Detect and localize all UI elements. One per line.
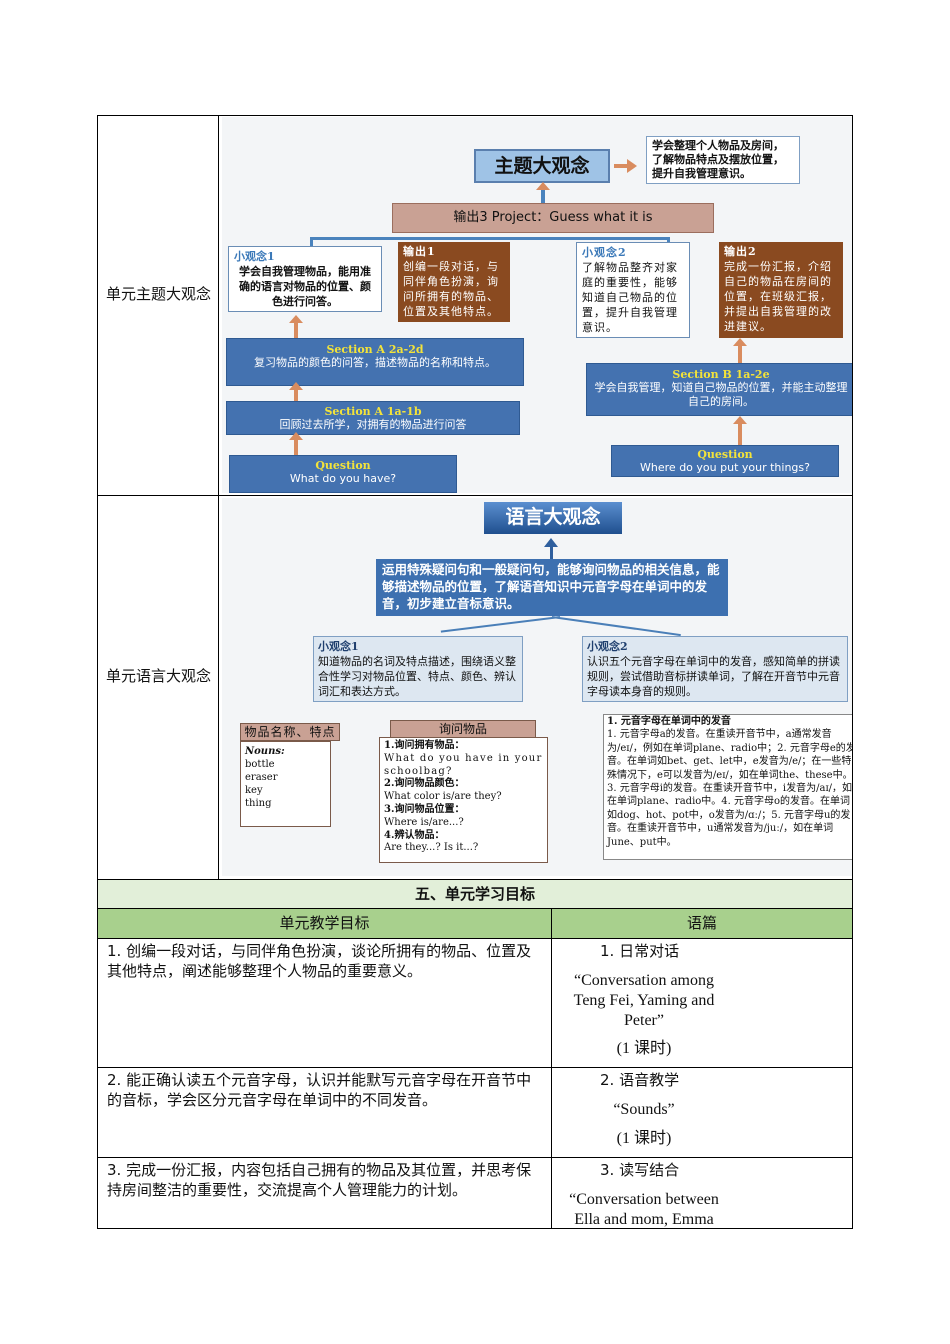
concept2-title: 小观念2	[582, 246, 627, 259]
concept2-text: 了解物品整齐对家庭的重要性，能够知道自己物品的位置，提升自我管理意识。	[582, 261, 678, 334]
theme-row-label: 单元主题大观念	[106, 285, 212, 303]
up-arrow-icon	[733, 416, 747, 445]
output2-text: 完成一份汇报，介绍自己的物品在房间的位置，在班级汇报，并提出自我管理的改进建议。	[724, 260, 832, 333]
text-title-3: “Conversation between Ella and mom, Emma	[569, 1191, 719, 1228]
nouns-header: 物品名称、特点	[240, 723, 340, 741]
text-title-1: “Conversation among Teng Fei, Yaming and…	[573, 972, 715, 1029]
vowel-box: 1. 元音字母在单词中的发音 1. 元音字母a的发音。在重读开音节中，a通常发音…	[603, 714, 852, 860]
question2-box: Question Where do you put your things?	[611, 445, 839, 477]
section-b-1a-2e: Section B 1a-2e 学会自我管理，知道自己物品的位置，并能主动整理自…	[586, 363, 852, 416]
ask-header: 询问物品	[390, 720, 536, 738]
output2-title: 输出2	[724, 245, 757, 258]
output1-title: 输出1	[403, 245, 436, 258]
language-summary: 运用特殊疑问句和一般疑问句，能够询问物品的相关信息，能够描述物品的位置，了解语音…	[376, 559, 728, 616]
nouns-box: Nouns: bottle eraser key thing	[240, 741, 331, 827]
goal-2: 2. 能正确认读五个元音字母，认识并能默写元音字母在开音节中的音标，学会区分元音…	[107, 1071, 532, 1109]
up-arrow-icon	[550, 544, 553, 560]
col-header-goal: 单元教学目标	[279, 914, 370, 932]
topic-summary: 学会整理个人物品及房间，了解物品特点及摆放位置，提升自我管理意识。	[646, 136, 800, 184]
output2-box: 输出2 完成一份汇报，介绍自己的物品在房间的位置，在班级汇报，并提出自我管理的改…	[719, 242, 843, 338]
text-type-3: 3. 读写结合	[600, 1161, 680, 1179]
up-arrow-icon	[289, 432, 303, 455]
section-title: 五、单元学习目标	[414, 885, 535, 903]
ask-box: 1.询问拥有物品： What do you have in your schoo…	[379, 737, 548, 863]
question1-box: Question What do you have?	[229, 455, 457, 493]
text-hours-1: (1 课时)	[616, 1040, 672, 1057]
text-type-2: 2. 语音教学	[600, 1071, 680, 1089]
text-hours-2: (1 课时)	[616, 1130, 672, 1147]
header-row	[98, 909, 852, 938]
topic-concept2: 小观念2 了解物品整齐对家庭的重要性，能够知道自己物品的位置，提升自我管理意识。	[576, 242, 690, 338]
concept1-text: 学会自我管理物品，能用准确的语言对物品的位置、颜色进行问答。	[239, 265, 371, 308]
goal-1: 1. 创编一段对话，与同伴角色扮演，谈论所拥有的物品、位置及其他特点，阐述能够整…	[107, 942, 532, 980]
up-arrow-icon	[733, 338, 747, 363]
output1-box: 输出1 创编一段对话，与同伴角色扮演，询问所拥有的物品、位置及其他特点。	[398, 242, 510, 322]
right-arrow-icon	[614, 164, 628, 168]
goal-3: 3. 完成一份汇报，内容包括自己拥有的物品及其位置，并思考保持房间整洁的重要性，…	[107, 1161, 532, 1199]
up-arrow-icon	[289, 382, 303, 401]
text-title-2: “Sounds”	[613, 1101, 675, 1118]
language-title-box: 语言大观念	[484, 502, 622, 534]
concept1-title: 小观念1	[234, 250, 275, 263]
topic-title-box: 主题大观念	[474, 149, 610, 183]
up-arrow-icon	[536, 182, 550, 203]
section-a-1a-1b: Section A 1a-1b 回顾过去所学，对拥有的物品进行问答	[226, 401, 520, 435]
output3-box: 输出3 Project：Guess what it is	[392, 203, 714, 233]
topic-diagram: 主题大观念 学会整理个人物品及房间，了解物品特点及摆放位置，提升自我管理意识。 …	[222, 117, 852, 493]
language-concept2: 小观念2 认识五个元音字母在单词中的发音，感知简单的拼读规则，尝试借助音标拼读单…	[582, 636, 848, 702]
section-title-row	[98, 880, 852, 908]
arrow-head-icon	[627, 159, 637, 173]
language-concept1: 小观念1 知道物品的名词及特点描述，围绕语义整合性学习对物品位置、特点、颜色、辨…	[313, 636, 523, 702]
language-diagram: 语言大观念 运用特殊疑问句和一般疑问句，能够询问物品的相关信息，能够描述物品的位…	[222, 498, 852, 876]
topic-concept1: 小观念1 学会自我管理物品，能用准确的语言对物品的位置、颜色进行问答。	[228, 246, 382, 312]
output1-text: 创编一段对话，与同伴角色扮演，询问所拥有的物品、位置及其他特点。	[403, 260, 499, 318]
text-type-1: 1. 日常对话	[600, 942, 680, 960]
language-row-label: 单元语言大观念	[106, 667, 212, 685]
section-a-2a-2d: Section A 2a-2d 复习物品的颜色的问答，描述物品的名称和特点。	[226, 338, 524, 386]
up-arrow-icon	[289, 315, 303, 338]
col-header-text: 语篇	[686, 914, 717, 932]
